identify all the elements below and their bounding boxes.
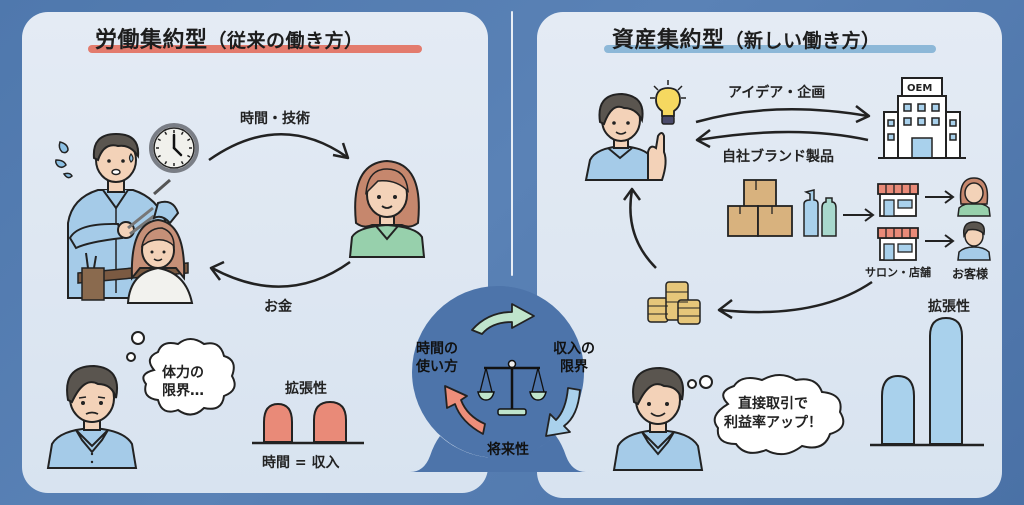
time-skill-label: 時間・技術	[240, 111, 310, 127]
store-icon	[877, 227, 919, 261]
hairdresser-icon	[67, 132, 194, 304]
cycle-arrow-green	[471, 303, 535, 335]
lightbulb-icon	[650, 80, 686, 125]
left-title-main: 労働集約型	[95, 28, 208, 53]
left-title-underline	[88, 45, 422, 53]
money-arrow	[209, 260, 351, 288]
section-divider	[511, 11, 513, 276]
time-usage-label: 時間の 使い方	[416, 340, 458, 376]
product-arrow	[695, 129, 869, 149]
boxes-icon	[727, 179, 793, 237]
idea-man-icon	[584, 92, 667, 181]
income-limit-label: 収入の 限界	[553, 340, 595, 376]
left-title-sub: （従来の働き方）	[207, 30, 364, 52]
right-title-underline	[604, 45, 936, 53]
future-label: 将来性	[487, 442, 529, 458]
time-equals-income-label: 時間 = 収入	[262, 455, 340, 471]
time-usage-line2: 使い方	[416, 359, 458, 375]
idea-arrow	[695, 105, 871, 124]
customer-woman-icon	[348, 159, 426, 258]
oem-label: OEM	[907, 83, 933, 94]
thought-line-2: 限界…	[162, 383, 204, 399]
worried-man-icon	[46, 364, 138, 469]
thought-text-left: 体力の 限界…	[162, 364, 204, 400]
thought-bubble	[126, 331, 236, 416]
thought-line-2: 利益率アップ！	[724, 415, 822, 431]
distribution-arrow	[843, 208, 875, 222]
right-title: 資産集約型（新しい働き方）	[612, 22, 881, 54]
salon-store-label: サロン・店舗	[865, 266, 931, 279]
customer-label: お客様	[952, 267, 989, 281]
right-title-main: 資産集約型	[612, 28, 725, 53]
time-skill-arrow	[208, 133, 350, 162]
sweat-icon	[55, 141, 73, 179]
factory-icon	[878, 77, 966, 159]
center-comparison-circle	[410, 286, 586, 472]
right-scalability-label: 拡張性	[928, 299, 970, 315]
own-brand-product-label: 自社ブランド製品	[722, 149, 834, 165]
left-scalability-chart	[252, 400, 364, 445]
bottles-icon	[803, 189, 837, 237]
income-limit-line2: 限界	[560, 359, 588, 375]
thought-bubble	[687, 374, 845, 456]
cycle-arrow-red	[444, 385, 486, 435]
coins-icon	[647, 281, 701, 325]
customer-icon	[957, 221, 991, 261]
time-usage-line1: 時間の	[416, 341, 458, 357]
left-scalability-label: 拡張性	[285, 381, 327, 397]
left-title: 労働集約型（従来の働き方）	[95, 22, 364, 54]
balance-scale-icon	[477, 359, 547, 416]
clock-icon	[149, 123, 199, 173]
reinvest-arrow	[622, 187, 657, 269]
thought-line-1: 体力の	[162, 365, 204, 381]
store-icon	[877, 183, 919, 217]
income-limit-line1: 収入の	[553, 341, 595, 357]
idea-planning-label: アイデア・企画	[728, 85, 826, 101]
thought-line-1: 直接取引で	[738, 396, 808, 412]
revenue-return-arrow	[717, 280, 873, 320]
store-to-customer-arrow	[925, 234, 955, 248]
thought-text-right: 直接取引で 利益率アップ！	[724, 395, 822, 433]
cycle-arrow-blue	[545, 387, 581, 437]
money-label: お金	[264, 299, 292, 315]
customer-icon	[957, 177, 991, 217]
store-to-customer-arrow	[925, 190, 955, 204]
happy-man-icon	[612, 366, 704, 471]
right-scalability-chart	[870, 316, 984, 447]
right-title-sub: （新しい働き方）	[724, 30, 881, 52]
